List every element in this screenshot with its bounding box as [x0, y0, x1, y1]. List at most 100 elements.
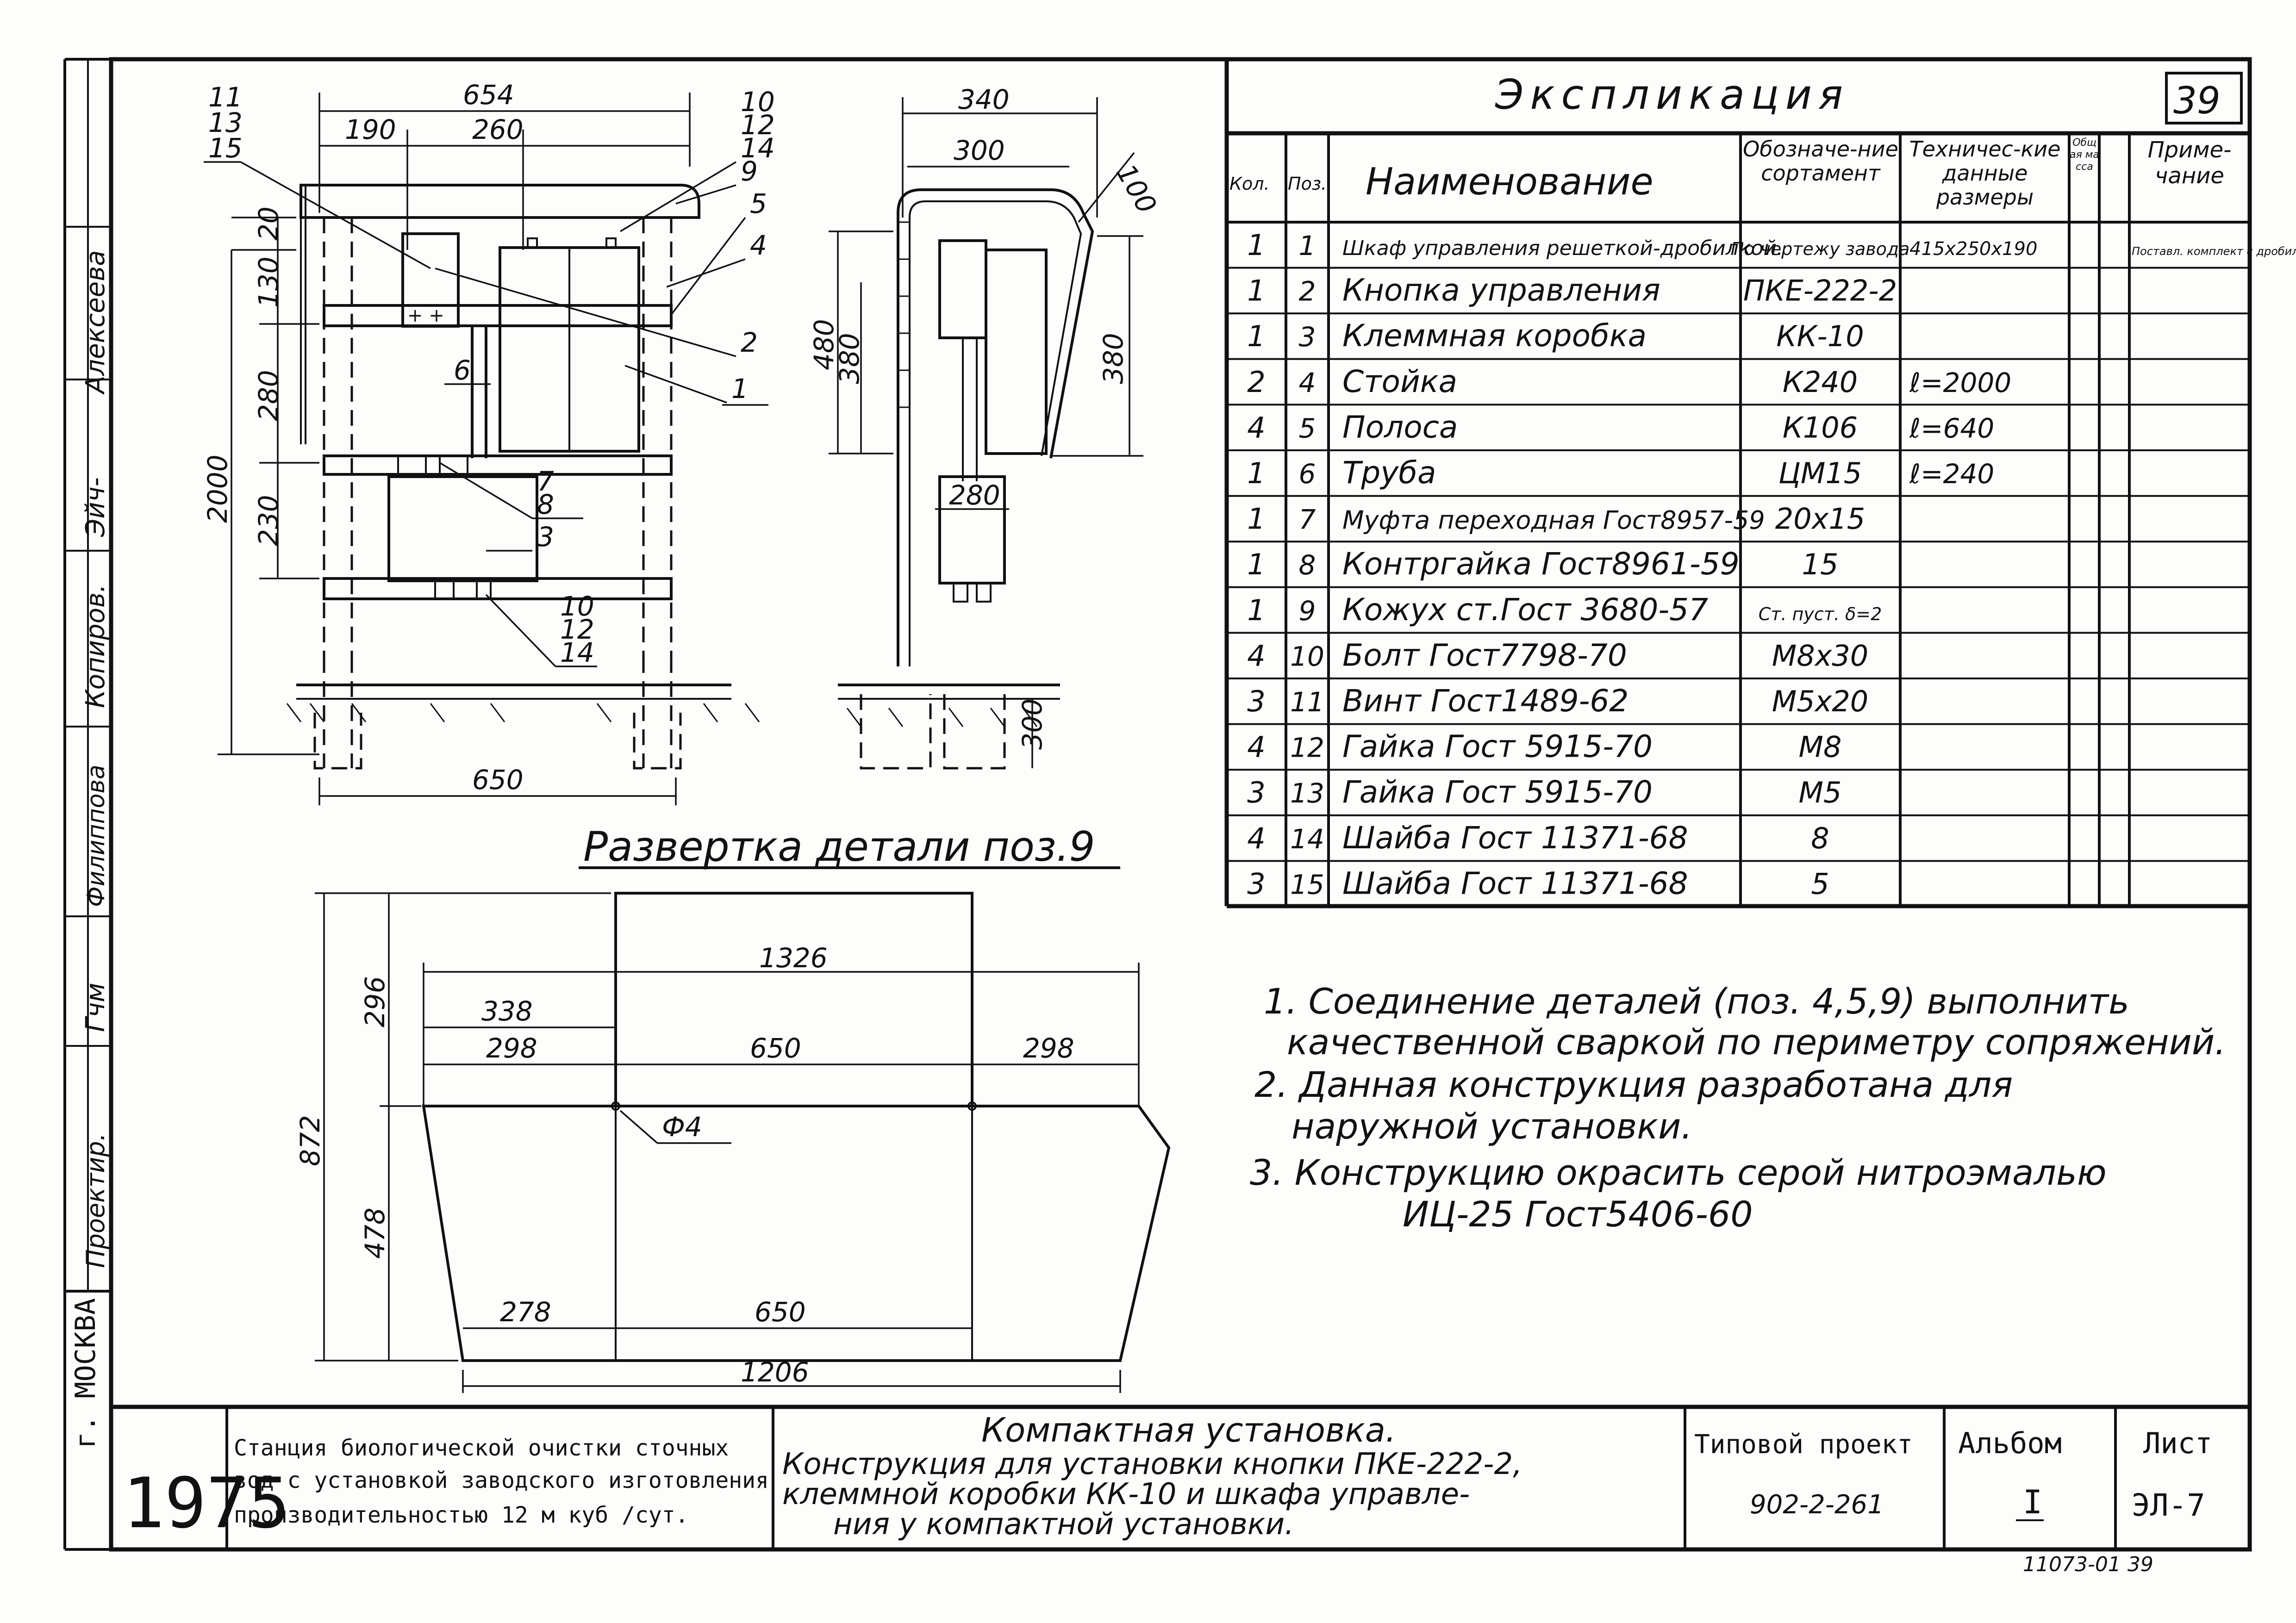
table-cell-name: Шкаф управления решеткой-дробилкой. — [1342, 236, 1783, 260]
typical-project-label: Типовой проект — [1694, 1430, 1913, 1460]
table-cell-qty: 3 — [1247, 867, 1265, 901]
table-cell-qty: 4 — [1247, 821, 1265, 855]
hole-label: Ф4 — [662, 1111, 702, 1143]
album-label: Альбом — [1958, 1426, 2062, 1460]
table-cell-name: Шайба Гост 11371-68 — [1342, 865, 1688, 901]
table-cell-pos: 10 — [1290, 640, 1324, 672]
callout-7: 7 — [537, 466, 554, 497]
dim-872: 872 — [294, 1115, 326, 1166]
table-cell-designation: ПКЕ-222-2 — [1743, 274, 1897, 308]
table-cell-designation: Ст. пуст. δ=2 — [1759, 604, 1882, 624]
table-cell-pos: 5 — [1299, 412, 1316, 444]
callout-2: 2 — [741, 327, 758, 358]
stamp-kopirov: Копиров. — [81, 584, 111, 708]
dim-480: 480 — [808, 319, 840, 370]
dim-296: 296 — [359, 976, 391, 1027]
callout-13: 13 — [208, 107, 243, 138]
dim-190: 190 — [345, 114, 396, 145]
sheet-value: ЭЛ-7 — [2132, 1487, 2205, 1523]
table-cell-designation: К106 — [1783, 410, 1858, 444]
dim-654: 654 — [463, 79, 514, 111]
callout-15: 15 — [208, 132, 243, 164]
table-cell-pos: 14 — [1290, 823, 1324, 855]
table-cell-qty: 3 — [1247, 684, 1265, 718]
dim-380-a: 380 — [834, 333, 865, 384]
development-view: Развертка детали поз.9 1326 338 298 650 … — [294, 823, 1171, 1393]
title-block: 1975 Станция биологической очистки сточн… — [111, 1405, 2250, 1576]
drawing-title-2: Конструкция для установки кнопки ПКЕ-222… — [782, 1447, 1522, 1481]
explication-table: Экспликация 39 Кол. Поз. Наименование Об… — [1224, 59, 2296, 908]
stamp-alekseeva: Алексеева — [81, 250, 111, 395]
table-cell-name: Полоса — [1342, 409, 1458, 445]
front-view: 654 190 260 + + — [202, 79, 775, 805]
sheet-frame — [63, 57, 2252, 1552]
dim-300: 300 — [954, 135, 1005, 166]
dim-2000: 2000 — [202, 454, 233, 523]
dim-650-top: 650 — [750, 1032, 801, 1064]
table-cell-qty: 4 — [1247, 730, 1265, 764]
callout-14b: 14 — [560, 637, 594, 668]
table-cell-qty: 1 — [1247, 593, 1265, 627]
dim-650-base: 650 — [472, 764, 524, 796]
dim-280-side: 280 — [949, 479, 1000, 511]
callout-8: 8 — [537, 489, 554, 520]
table-cell-name: Гайка Гост 5915-70 — [1342, 774, 1653, 810]
callout-6: 6 — [454, 354, 471, 386]
dim-20: 20 — [253, 206, 284, 241]
header-designation: Обозначе-ние сортамент — [1743, 137, 1898, 186]
table-cell-pos: 15 — [1290, 869, 1324, 900]
stamp-proektir: Проектир. — [81, 1133, 110, 1268]
title-year: 1975 — [123, 1463, 290, 1544]
table-cell-qty: 1 — [1247, 319, 1265, 353]
sheet-label: Лист — [2143, 1426, 2212, 1460]
table-cell-designation: КК-10 — [1776, 319, 1864, 353]
header-name: Наименование — [1366, 160, 1653, 203]
dim-130: 130 — [253, 256, 284, 308]
table-cell-designation: 8 — [1811, 821, 1829, 855]
dim-278: 278 — [500, 1296, 551, 1328]
dim-478: 478 — [359, 1207, 391, 1259]
table-cell-tech: 415x250x190 — [1909, 238, 2037, 260]
table-cell-designation: ЦМ15 — [1778, 456, 1862, 490]
table-cell-qty: 4 — [1247, 639, 1265, 672]
table-cell-name: Муфта переходная Гост8957-59 — [1342, 506, 1765, 535]
table-cell-qty: 1 — [1247, 502, 1265, 536]
table-cell-qty: 1 — [1247, 274, 1265, 308]
table-cell-name: Труба — [1342, 455, 1436, 491]
dim-100: 100 — [1110, 159, 1163, 219]
table-cell-designation: М5x20 — [1772, 684, 1869, 718]
project-desc-3: производительностью 12 м куб /сут. — [234, 1502, 689, 1528]
table-cell-designation: М8x30 — [1772, 639, 1869, 672]
table-cell-tech: ℓ=240 — [1909, 458, 1994, 490]
table-cell-designation: По чертежу завода — [1731, 239, 1910, 259]
note-line-6: ИЦ-25 Гост5406-60 — [1403, 1194, 1753, 1235]
table-cell-tech: ℓ=640 — [1909, 412, 1994, 444]
callout-4: 4 — [750, 230, 767, 261]
note-line-4: наружной установки. — [1292, 1106, 1692, 1147]
callout-10b: 10 — [560, 591, 594, 622]
table-cell-tech: ℓ=2000 — [1909, 367, 2011, 398]
table-cell-pos: 11 — [1290, 686, 1324, 718]
table-cell-name: Стойка — [1342, 364, 1457, 399]
table-cell-name: Контргайка Гост8961-59 — [1342, 546, 1740, 582]
dim-380-b: 380 — [1098, 333, 1129, 384]
table-cell-pos: 9 — [1299, 595, 1316, 627]
table-cell-designation: 15 — [1802, 547, 1839, 581]
table-cell-pos: 12 — [1290, 732, 1324, 764]
table-cell-designation: 20x15 — [1775, 502, 1865, 536]
stamp-signature-1: Эйч- — [81, 477, 111, 537]
header-mass: Общая масса — [2070, 137, 2099, 173]
table-cell-name: Кнопка управления — [1342, 273, 1660, 308]
table-cell-designation: 5 — [1811, 867, 1829, 901]
dim-338: 338 — [481, 995, 533, 1027]
sheet-number: 39 — [2173, 79, 2221, 122]
project-desc-2: вод с установкой заводского изготовления — [234, 1468, 769, 1493]
album-value: I — [2023, 1483, 2042, 1521]
callout-10: 10 — [741, 86, 775, 118]
general-notes: 1. Соединение деталей (поз. 4,5,9) выпол… — [1250, 981, 2226, 1235]
table-cell-qty: 1 — [1247, 456, 1265, 490]
table-cell-name: Винт Гост1489-62 — [1342, 683, 1628, 719]
